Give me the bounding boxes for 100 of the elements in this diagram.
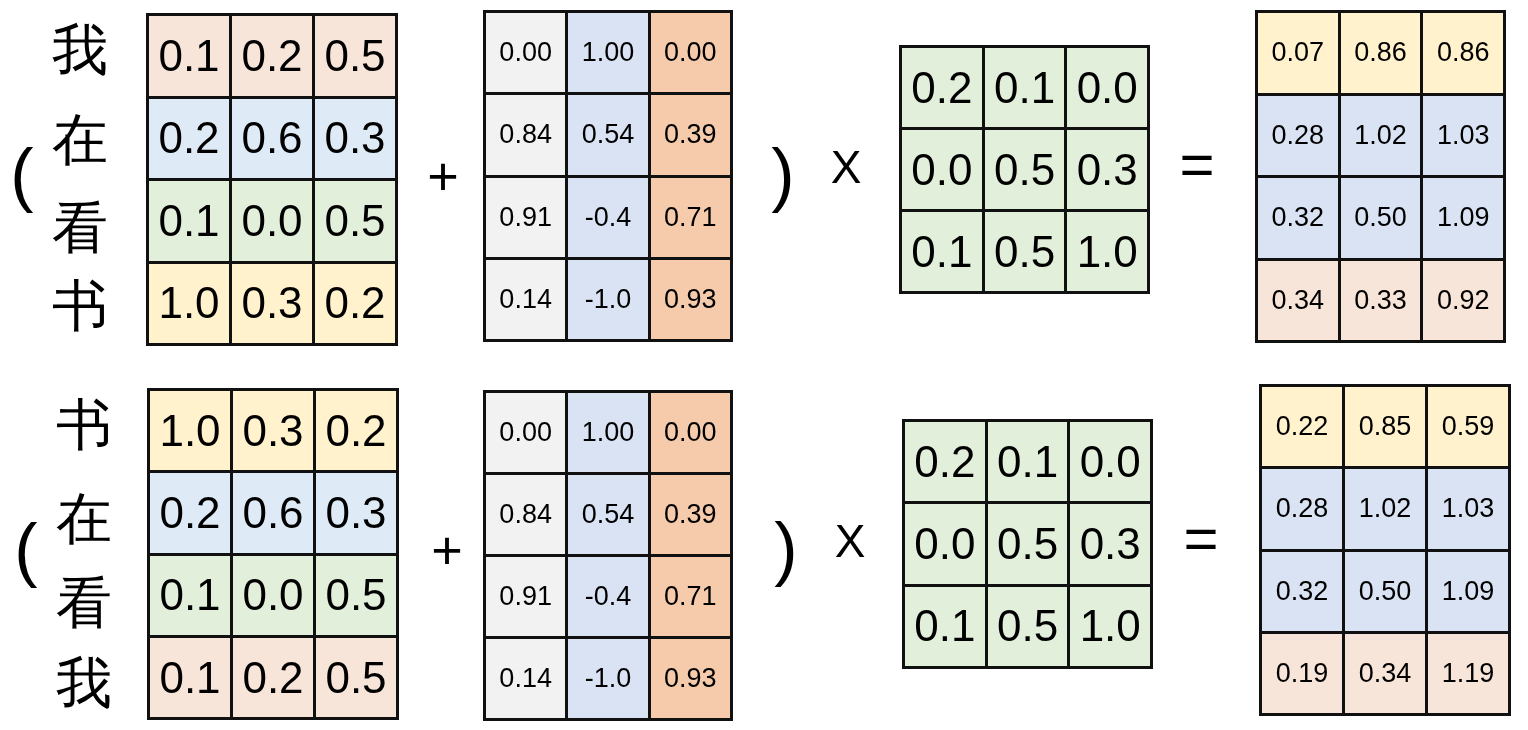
- matrix-value: 0.3: [324, 116, 386, 161]
- matrix-value: 1.00: [581, 419, 635, 446]
- matrix-value: 0.84: [499, 501, 552, 528]
- matrix-value: 0.1: [993, 65, 1056, 110]
- matrix-value: 1.0: [159, 408, 221, 453]
- matrix-value: 0.5: [996, 604, 1059, 649]
- matrix-value: 1.09: [1441, 577, 1495, 605]
- matrix-value: 0.1: [158, 33, 220, 78]
- matrix-value: 1.03: [1441, 495, 1495, 523]
- plus-sign: +: [427, 149, 459, 203]
- matrix-value: 0.6: [241, 116, 303, 161]
- token-label: 看: [56, 575, 112, 631]
- token-label: 在: [52, 112, 108, 168]
- matrix-value: 0.6: [242, 490, 304, 535]
- matrix-value: 0.2: [911, 65, 973, 110]
- matrix-value: 0.1: [159, 655, 221, 700]
- matrix-value: 0.0: [914, 521, 976, 566]
- matrix-value: 0.50: [1358, 577, 1412, 605]
- multiply-sign: X: [834, 518, 866, 564]
- matrix-value: 0.1: [159, 573, 221, 618]
- matrix-value: 0.00: [499, 419, 552, 446]
- matrix-value: 0.0: [911, 147, 973, 192]
- matrix-value: 0.71: [663, 583, 717, 610]
- matrix-value: 0.3: [325, 490, 387, 535]
- matrix-value: 0.28: [1275, 495, 1329, 523]
- matrix-value: 0.5: [325, 573, 387, 618]
- multiply-sign: X: [830, 144, 862, 190]
- matrix-value: 0.2: [325, 408, 387, 453]
- plus-sign: +: [431, 523, 463, 577]
- matrix-value: 0.28: [1271, 121, 1325, 149]
- equals-sign: =: [1179, 135, 1215, 195]
- matrix-value: 0.50: [1354, 204, 1407, 232]
- matrix-value: 0.91: [499, 583, 552, 610]
- matrix-value: 0.2: [159, 490, 221, 535]
- matrix-value: 0.33: [1354, 286, 1407, 314]
- matrix-value: -1.0: [584, 665, 632, 692]
- matrix-value: 1.02: [1354, 121, 1407, 149]
- matrix-value: 0.5: [993, 229, 1056, 274]
- matrix-value: 0.2: [242, 655, 304, 700]
- matrix-value: 0.00: [663, 419, 717, 446]
- matrix-value: 0.86: [1436, 39, 1490, 67]
- matrix-value: 0.5: [325, 655, 387, 700]
- matrix-value: 0.00: [499, 39, 552, 67]
- matrix-value: 0.91: [499, 203, 552, 231]
- matrix-value: 0.3: [242, 408, 304, 453]
- matrix-value: 0.32: [1275, 577, 1329, 605]
- matrix-value: 0.32: [1271, 204, 1325, 232]
- matrix-value: 0.85: [1358, 413, 1412, 441]
- matrix-value: 0.84: [499, 121, 552, 149]
- token-label: 我: [56, 655, 112, 711]
- matrix-value: 1.0: [1076, 229, 1138, 274]
- matrix-value: 0.07: [1271, 39, 1325, 67]
- matrix-value: 0.0: [1079, 439, 1141, 484]
- matrix-value: -0.4: [584, 203, 632, 231]
- matrix-value: 0.5: [324, 198, 386, 243]
- matrix-value: 1.0: [1079, 604, 1141, 649]
- matrix-value: 0.5: [993, 147, 1056, 192]
- matrix-value: 0.1: [914, 604, 976, 649]
- matrix-value: 0.5: [996, 521, 1059, 566]
- matrix-value: 0.2: [158, 116, 220, 161]
- matrix-value: 0.3: [1076, 147, 1138, 192]
- matrix-value: 1.02: [1358, 495, 1412, 523]
- matrix-value: 0.2: [324, 281, 386, 326]
- matrix-value: 0.19: [1275, 660, 1329, 688]
- matrix-value: 0.1: [911, 229, 973, 274]
- matrix-value: 0.0: [242, 573, 304, 618]
- matrix-value: 0.1: [996, 439, 1059, 484]
- matrix-value: 0.0: [1076, 65, 1138, 110]
- token-label: 书: [56, 397, 112, 453]
- matrix-value: 0.92: [1436, 286, 1490, 314]
- matrix-value: 0.93: [663, 665, 717, 692]
- matrix-value: 0.2: [241, 33, 303, 78]
- token-label: 书: [52, 278, 108, 334]
- matrix-value: 0.22: [1275, 413, 1329, 441]
- matrix-value: 1.19: [1441, 660, 1495, 688]
- matrix-value: 0.93: [663, 286, 717, 314]
- matrix-value: 0.71: [663, 203, 717, 231]
- matrix-value: -0.4: [584, 583, 632, 610]
- matrix-value: -1.0: [584, 286, 632, 314]
- token-label: 我: [52, 22, 108, 78]
- matrix-value: 0.34: [1358, 660, 1412, 688]
- matrix-value: 0.39: [663, 121, 717, 149]
- token-label: 在: [56, 491, 112, 547]
- matrix-value: 0.59: [1441, 413, 1495, 441]
- matrix-value: 0.3: [1079, 521, 1141, 566]
- matrix-value: 0.39: [663, 501, 717, 528]
- matrix-value: 0.1: [158, 198, 220, 243]
- matrix-value: 0.2: [914, 439, 976, 484]
- matrix-value: 1.00: [581, 39, 635, 67]
- matrix-value: 1.09: [1436, 204, 1490, 232]
- matrix-value: 0.00: [663, 39, 717, 67]
- matrix-value: 0.3: [241, 281, 303, 326]
- matrix-value: 0.54: [581, 501, 635, 528]
- matrix-value: 0.86: [1354, 39, 1407, 67]
- matrix-value: 1.03: [1436, 121, 1490, 149]
- matrix-value: 0.14: [499, 665, 552, 692]
- matrix-value: 0.34: [1271, 286, 1325, 314]
- equals-sign: =: [1183, 509, 1219, 569]
- matrix-value: 0.14: [499, 286, 552, 314]
- matrix-value: 1.0: [158, 281, 220, 326]
